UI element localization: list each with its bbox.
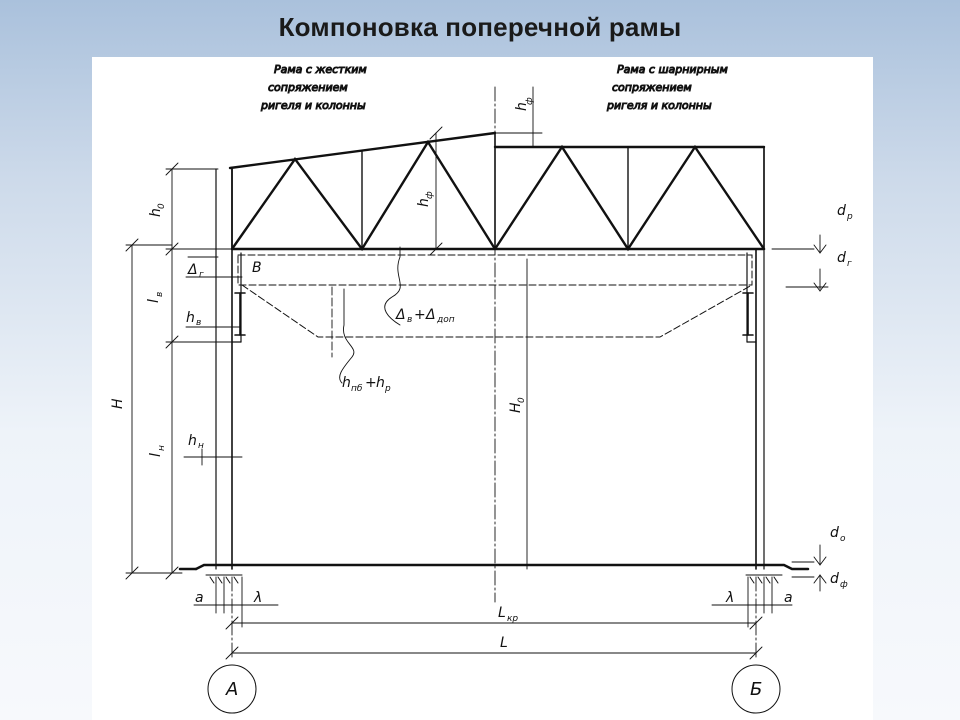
frame-diagram: Рама с жестким сопряжением ригеля и коло… xyxy=(110,63,853,714)
label-h-r: h xyxy=(376,375,385,391)
note-left-line-3: ригеля и колонны xyxy=(260,99,366,112)
label-delta-dop: Δ xyxy=(425,307,436,323)
right-dimensions xyxy=(429,86,829,592)
svg-text:в: в xyxy=(155,292,165,297)
note-right-line-2: сопряжением xyxy=(612,81,692,94)
label-a-left: a xyxy=(195,590,204,606)
svg-text:0: 0 xyxy=(517,397,527,403)
label-d-f: d xyxy=(830,571,839,587)
label-h-f-top: h xyxy=(514,102,530,111)
label-l-n: l xyxy=(148,453,164,457)
truss-web-right xyxy=(493,144,766,252)
svg-text:г: г xyxy=(199,270,204,280)
svg-text:р: р xyxy=(846,212,853,222)
label-delta-v: Δ xyxy=(395,307,406,323)
label-h-v: h xyxy=(186,310,195,326)
svg-text:+: + xyxy=(365,375,377,391)
label-L: L xyxy=(500,635,508,651)
label-delta-g: Δ xyxy=(187,262,198,278)
bottom-dimensions xyxy=(193,576,793,660)
label-l-v: l xyxy=(146,299,162,303)
label-h-n: h xyxy=(188,433,197,449)
axis-label-A: А xyxy=(225,679,238,700)
axis-bubble-A xyxy=(207,664,257,714)
svg-text:р: р xyxy=(384,384,391,394)
svg-text:н: н xyxy=(157,445,167,451)
label-B: B xyxy=(252,260,262,276)
label-H0: H xyxy=(508,402,524,413)
svg-text:н: н xyxy=(198,441,204,451)
svg-text:о: о xyxy=(840,534,846,544)
svg-text:ф: ф xyxy=(425,191,435,199)
note-left-line-2: сопряжением xyxy=(268,81,348,94)
ground xyxy=(178,563,810,584)
truss-web-left xyxy=(230,139,497,252)
labels: h ф h 0 h ф l в Δ г B h в Δ в + Δ доп h … xyxy=(110,97,853,700)
label-lambda-right: λ xyxy=(725,590,734,606)
svg-text:0: 0 xyxy=(157,203,167,209)
axis-bubble-B xyxy=(731,664,781,714)
drawing-panel: Рама с жестким сопряжением ригеля и коло… xyxy=(92,57,873,720)
label-h-pb: h xyxy=(342,375,351,391)
label-L-kr: L xyxy=(498,605,506,621)
note-right-line-1: Рама с шарнирным xyxy=(617,63,728,76)
svg-text:кр: кр xyxy=(507,614,518,624)
slide-title: Компоновка поперечной рамы xyxy=(278,12,682,42)
label-d-o: d xyxy=(830,525,839,541)
label-h0: h xyxy=(148,208,164,217)
svg-text:г: г xyxy=(847,259,852,269)
svg-text:в: в xyxy=(196,318,201,328)
crane-rail-left xyxy=(234,292,246,336)
svg-text:пб: пб xyxy=(351,384,363,394)
crane-rail-right xyxy=(742,292,754,336)
axis-lines xyxy=(231,86,757,660)
svg-text:ф: ф xyxy=(525,97,535,105)
truss xyxy=(228,131,766,252)
label-d-p: d xyxy=(837,203,846,219)
left-dimensions xyxy=(125,162,333,580)
svg-text:доп: доп xyxy=(436,315,455,325)
label-h-f-mid: h xyxy=(416,198,432,207)
axis-label-B: Б xyxy=(750,679,762,700)
svg-text:+: + xyxy=(414,307,426,323)
note-left-line-1: Рама с жестким xyxy=(274,63,367,76)
columns xyxy=(215,146,765,570)
svg-text:ф: ф xyxy=(840,580,848,590)
truss-top-chord-left xyxy=(228,131,497,170)
label-d-g: d xyxy=(837,250,846,266)
note-right-line-3: ригеля и колонны xyxy=(606,99,712,112)
label-lambda-left: λ xyxy=(253,590,262,606)
svg-text:в: в xyxy=(407,315,412,325)
crane-outline xyxy=(237,254,753,338)
label-a-right: a xyxy=(784,590,793,606)
label-H: H xyxy=(110,398,126,409)
